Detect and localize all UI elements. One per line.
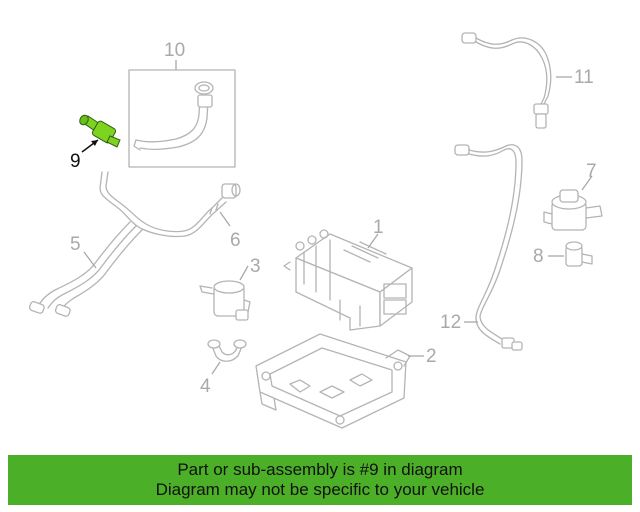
part-7-solenoid[interactable] xyxy=(543,189,603,231)
leader-5 xyxy=(83,251,97,269)
part-10-hose[interactable] xyxy=(128,69,236,168)
part-3-valve[interactable] xyxy=(199,280,251,321)
callout-1[interactable]: 1 xyxy=(373,217,384,238)
callout-10[interactable]: 10 xyxy=(164,40,185,61)
banner-line-2: Diagram may not be specific to your vehi… xyxy=(155,480,485,499)
callout-5[interactable]: 5 xyxy=(70,234,81,255)
callout-3[interactable]: 3 xyxy=(250,256,261,277)
callout-6[interactable]: 6 xyxy=(230,230,241,251)
leader-4 xyxy=(211,361,221,375)
callout-2[interactable]: 2 xyxy=(426,346,437,367)
callout-4[interactable]: 4 xyxy=(200,376,211,397)
leader-7 xyxy=(581,175,593,191)
banner-line-1: Part or sub-assembly is #9 in diagram xyxy=(177,460,463,479)
part-4-elbow-hose[interactable] xyxy=(207,339,247,362)
callout-8[interactable]: 8 xyxy=(533,246,544,267)
part-8-connector[interactable] xyxy=(565,241,593,267)
part-12-sensor[interactable] xyxy=(454,144,523,351)
parts-diagram: 10 9 5 6 3 4 xyxy=(28,32,603,429)
callout-12[interactable]: 12 xyxy=(440,312,461,333)
part-2-bracket[interactable] xyxy=(255,333,411,429)
leader-3 xyxy=(239,265,249,281)
arrow-9 xyxy=(91,140,98,146)
callout-7[interactable]: 7 xyxy=(586,161,597,182)
part-5-6-tube-assembly[interactable] xyxy=(28,171,241,317)
leader-1 xyxy=(367,233,379,249)
part-1-canister[interactable] xyxy=(283,229,413,331)
info-banner: Part or sub-assembly is #9 in diagram Di… xyxy=(8,455,632,505)
callout-9[interactable]: 9 xyxy=(70,151,81,172)
callout-11[interactable]: 11 xyxy=(574,67,594,88)
leader-6 xyxy=(219,211,231,227)
part-9-valve[interactable] xyxy=(78,114,121,148)
part-11-sensor[interactable] xyxy=(461,32,552,129)
